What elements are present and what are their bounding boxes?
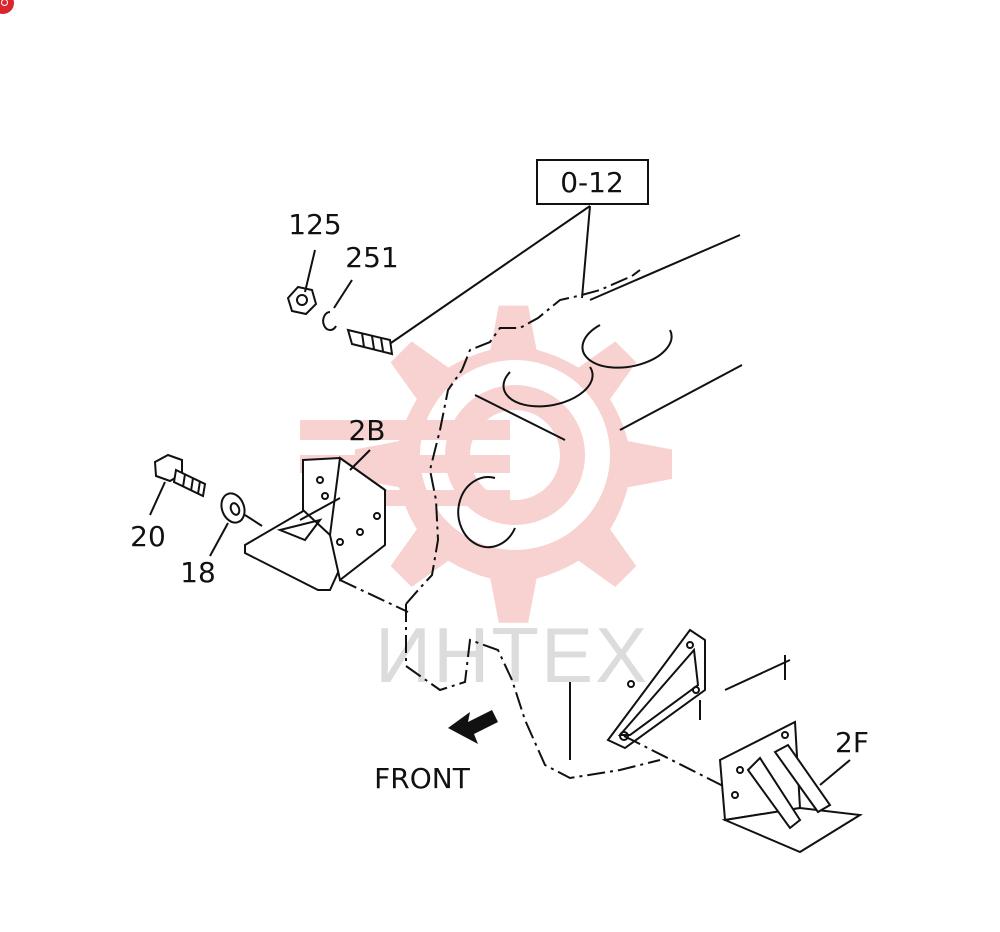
rear-bracket-callout: 2B [348,414,385,447]
nut-callout: 125 [288,208,341,241]
front-arrow-icon [448,710,498,744]
watermark-text: ИНТЕХ [375,611,649,699]
stud-part [346,328,394,356]
washer-callout: 18 [180,556,216,589]
reference-label: 0-12 [560,166,624,199]
front-bracket-callout: 2F [835,726,869,759]
corner-badge-icon [1,0,8,6]
bolt-callout: 20 [130,520,166,553]
snap-ring-callout: 251 [345,241,398,274]
mounting-pad [606,628,736,793]
reference-box: 0-12 [387,159,649,346]
front-direction-label: FRONT [374,762,471,795]
front-bracket-part: 2F [718,720,869,854]
corner-badge [0,0,14,14]
rear-bracket-part: 2B [244,414,409,613]
engine-block-outline [405,234,791,780]
nut-part: 125 [286,208,342,316]
washer-part: 18 [180,492,263,589]
bolt-part: 20 [130,453,207,553]
snap-ring-part: 251 [322,241,399,331]
